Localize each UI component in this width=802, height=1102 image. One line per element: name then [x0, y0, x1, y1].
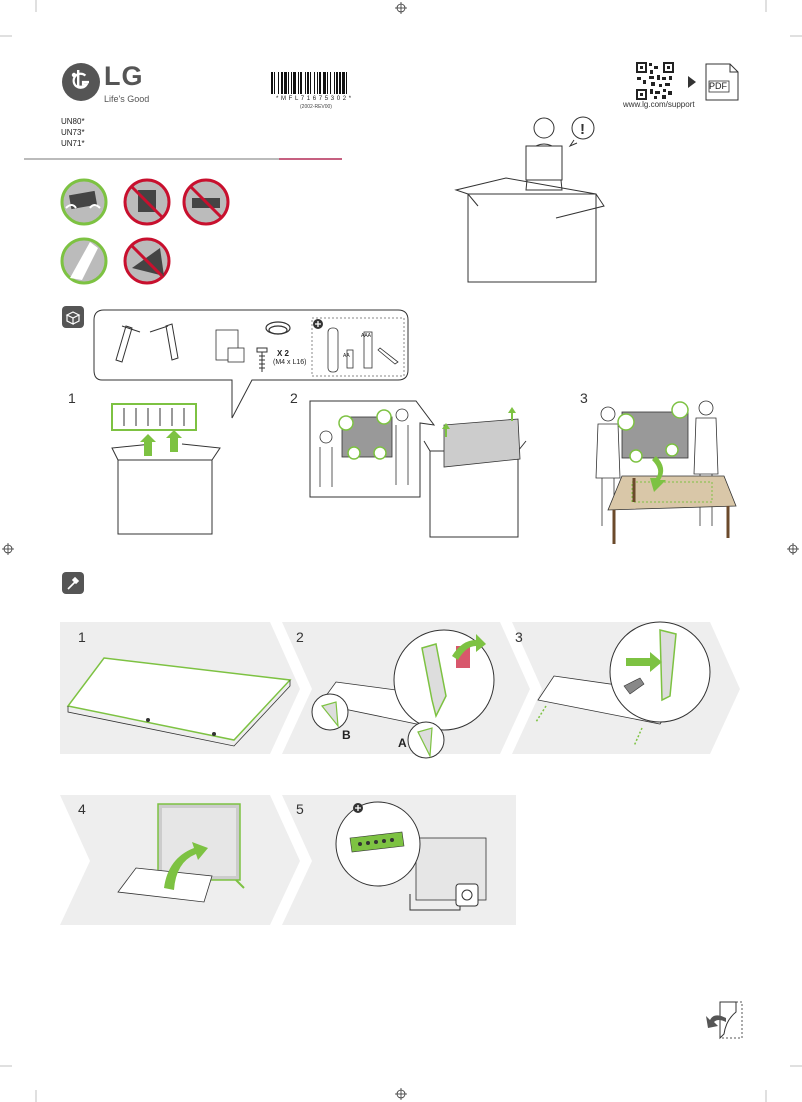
screw-quantity: X 2 [277, 349, 290, 358]
screw-size: (M4 x L16) [273, 359, 307, 366]
handling-icons [60, 178, 230, 285]
correct-carry-icon [60, 178, 108, 226]
cable-icon [265, 321, 291, 335]
stand-left-icon [115, 325, 141, 363]
barcode [271, 72, 347, 94]
barcode-text: * M F L 7 1 6 7 5 3 0 2 * [276, 96, 352, 102]
battery-aaa-label: AAA [361, 333, 372, 339]
unpack-step-number: 1 [68, 390, 76, 406]
assembly-step-2-illustration [311, 629, 495, 759]
stand-label-a: A [398, 736, 407, 750]
tools-icon [62, 572, 84, 594]
pdf-document-icon [705, 63, 739, 101]
unbox-warning-illustration: ! [454, 116, 605, 283]
stand-right-icon [149, 323, 179, 361]
manual-icon [215, 329, 245, 363]
unpack-step-number: 2 [290, 390, 298, 406]
wrong-grip-icon [123, 237, 171, 285]
model-item: UN73* [61, 128, 85, 137]
unpack-step-1-illustration [111, 403, 221, 535]
assembly-step-5-illustration [335, 801, 487, 911]
assembly-step-number: 1 [78, 629, 86, 645]
optional-plus-icon [353, 803, 363, 813]
wrong-carry-icon-2 [182, 178, 230, 226]
registration-mark-top [395, 2, 407, 14]
model-item: UN80* [61, 117, 85, 126]
registration-mark-left [2, 543, 14, 555]
logo-text: LG [104, 61, 144, 91]
wrong-carry-icon-1 [123, 178, 171, 226]
model-item: UN71* [61, 139, 85, 148]
assembly-step-number: 2 [296, 629, 304, 645]
remote-icon [327, 327, 339, 373]
stand-label-b: B [342, 728, 351, 742]
optional-plus-icon [313, 319, 323, 329]
assembly-step-number: 5 [296, 801, 304, 817]
magic-remote-icon [377, 347, 399, 365]
barcode-revision: (2002-REV00) [300, 104, 332, 110]
unpack-step-3-illustration [595, 400, 737, 544]
correct-grip-icon [60, 237, 108, 285]
registration-mark-right [787, 543, 799, 555]
tagline: Life's Good [104, 94, 150, 104]
arrow-right-icon [688, 76, 696, 88]
battery-aa-label: AA [343, 353, 350, 359]
assembly-step-3-illustration [535, 621, 711, 747]
assembly-step-4-illustration [117, 803, 245, 903]
assembly-step-number: 4 [78, 801, 86, 817]
model-divider [24, 158, 342, 160]
registration-mark-bottom [395, 1088, 407, 1100]
accessories-icon [62, 306, 84, 328]
warning-exclamation-icon: ! [580, 121, 585, 138]
qr-code-icon [635, 61, 675, 101]
support-url: www.lg.com/support [623, 100, 695, 109]
assembly-step-number: 3 [515, 629, 523, 645]
accessories-callout [93, 309, 409, 419]
lg-logo-icon [62, 63, 100, 101]
unpack-step-number: 3 [580, 390, 588, 406]
screw-icon [256, 347, 268, 372]
page-turn-icon [706, 1001, 743, 1040]
pdf-label: PDF [709, 81, 727, 91]
assembly-step-1-illustration [66, 657, 292, 747]
battery-icon [346, 331, 373, 369]
unpack-step-2-illustration [309, 400, 527, 538]
model-list: UN80* UN73* UN71* [61, 116, 85, 149]
